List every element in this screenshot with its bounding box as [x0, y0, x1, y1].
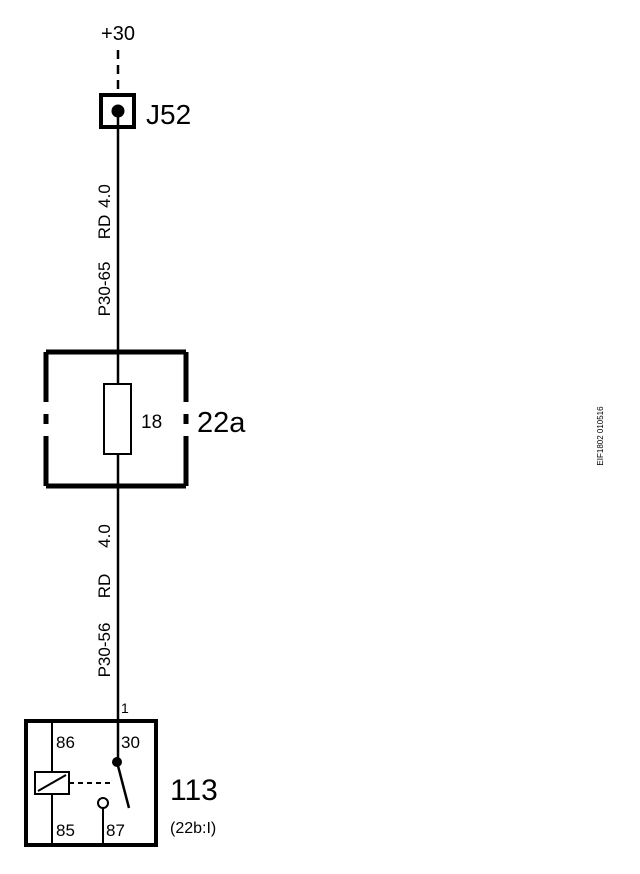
- relay-pin-1-label: 1: [121, 700, 129, 716]
- wire-lower-code: P30-56: [95, 623, 114, 678]
- connector-j52-pin: [111, 104, 125, 118]
- fuse-number: 18: [141, 412, 162, 433]
- relay-no-contact: [97, 797, 109, 809]
- wire-upper-code: P30-65: [95, 262, 114, 317]
- relay-pin-87-label: 87: [106, 821, 125, 840]
- wire-lower-gauge: 4.0: [95, 524, 114, 548]
- relay-pin-86-label: 86: [56, 733, 75, 752]
- relay-pin-30-label: 30: [121, 733, 140, 752]
- wire-upper-gauge: 4.0: [95, 184, 114, 208]
- drawing-reference: EIF1802 010516: [596, 406, 605, 466]
- wire-lower-color: RD: [95, 574, 114, 599]
- relay-box: [24, 719, 158, 847]
- relay-switch-arm: [115, 761, 131, 809]
- fuse-box-label: 22a: [197, 407, 246, 439]
- relay-location: (22b:I): [170, 820, 216, 837]
- relay-label: 113: [170, 774, 218, 807]
- supply-label: +30: [101, 23, 135, 45]
- relay-pin-85-label: 85: [56, 821, 75, 840]
- fuse-box: [43, 349, 189, 489]
- relay-coil-slash: [37, 774, 67, 792]
- connector-j52-label: J52: [146, 99, 191, 130]
- wire-upper-color: RD: [95, 215, 114, 240]
- fuse-element: [103, 383, 132, 455]
